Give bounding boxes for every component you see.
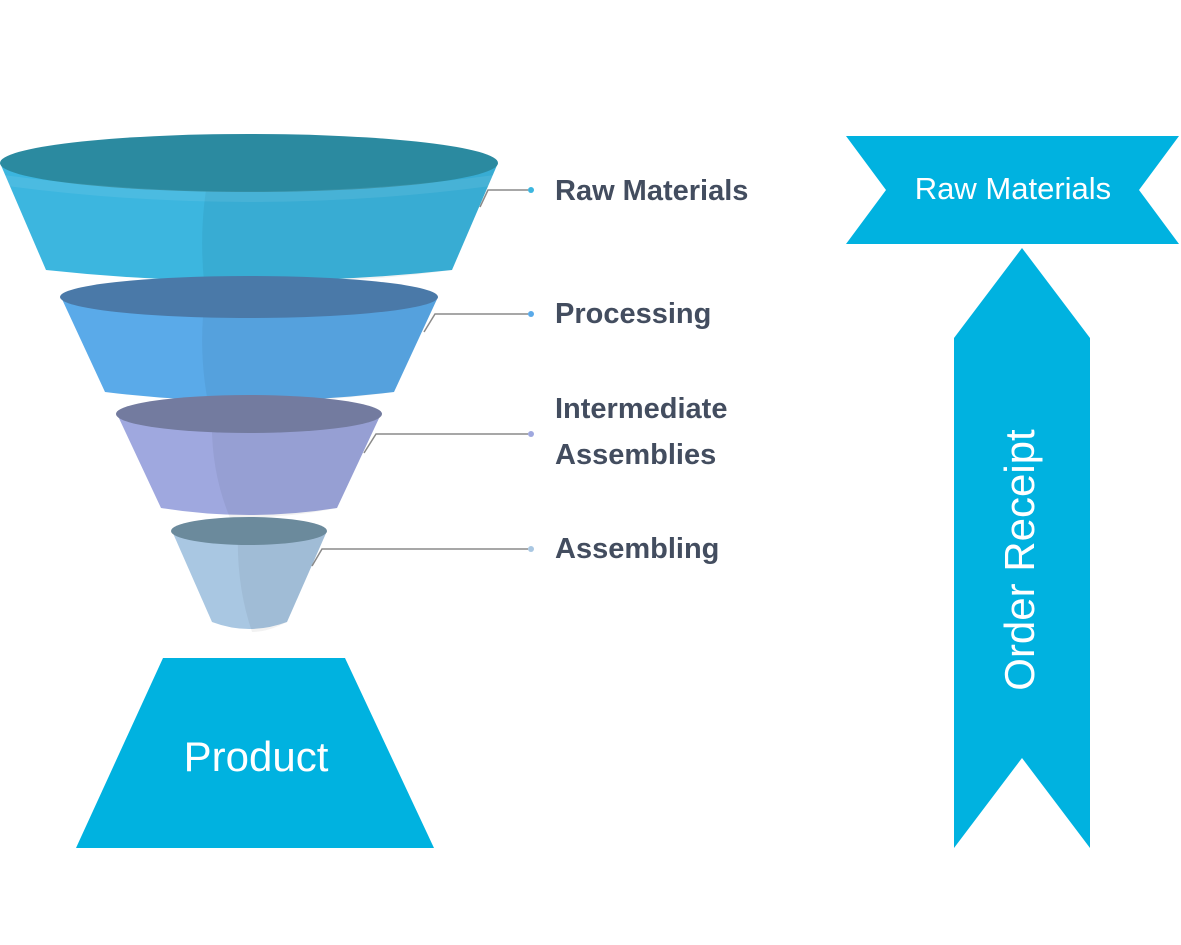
dot-intermediate xyxy=(528,431,534,437)
tier-3-top xyxy=(116,395,382,433)
label-raw-materials: Raw Materials xyxy=(555,175,748,207)
tier-1-shade xyxy=(202,163,498,284)
stage-labels: Raw Materials Processing Intermediate As… xyxy=(555,175,748,565)
tier-2-top xyxy=(60,276,438,318)
funnel-tier-assembling xyxy=(171,517,327,632)
funnel-tier-processing xyxy=(60,276,438,404)
tier-4-top xyxy=(171,517,327,545)
connector-raw-materials xyxy=(479,189,528,208)
dot-assembling xyxy=(528,546,534,552)
product-label: Product xyxy=(184,733,329,780)
connectors xyxy=(311,189,528,567)
tier-4-body xyxy=(172,531,327,629)
tier-2-shade xyxy=(202,297,438,404)
product-box: Product xyxy=(76,658,434,848)
tier-3-shade xyxy=(211,414,381,518)
arrow-shape xyxy=(954,248,1090,848)
order-receipt-arrow: Order Receipt xyxy=(954,248,1090,848)
dot-raw-materials xyxy=(528,187,534,193)
connector-intermediate xyxy=(363,433,528,454)
tier-1-body xyxy=(0,163,498,281)
connector-dots xyxy=(528,187,534,552)
funnel-tier-raw-materials xyxy=(0,134,498,284)
tier-1-top xyxy=(0,134,498,192)
dot-processing xyxy=(528,311,534,317)
connector-assembling xyxy=(311,548,528,567)
tier-1-rim xyxy=(3,175,495,202)
tier-4-shade xyxy=(237,531,327,632)
label-intermediate-line-1: Intermediate xyxy=(555,393,727,425)
raw-materials-banner: Raw Materials xyxy=(846,136,1179,244)
banner-shape xyxy=(846,136,1179,244)
tier-3-body xyxy=(117,414,381,515)
banner-label: Raw Materials xyxy=(915,171,1111,206)
label-intermediate-line-2: Assemblies xyxy=(555,439,716,471)
funnel-tier-intermediate xyxy=(116,395,382,518)
connector-processing xyxy=(423,313,528,333)
product-shape xyxy=(76,658,434,848)
label-processing: Processing xyxy=(555,298,711,330)
tier-2-body xyxy=(61,297,438,401)
label-assembling: Assembling xyxy=(555,533,719,565)
arrow-label: Order Receipt xyxy=(996,429,1043,691)
